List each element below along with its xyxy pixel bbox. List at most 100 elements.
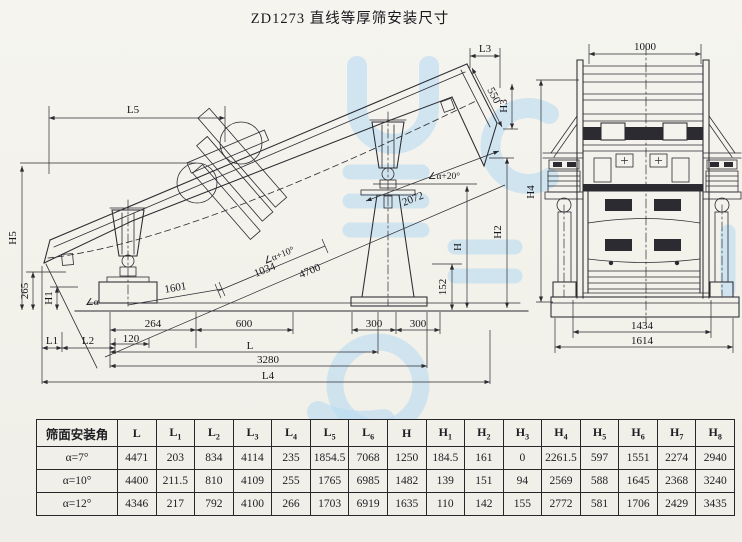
table-cell: 139 (425, 469, 466, 493)
table-cell: 1635 (386, 492, 427, 516)
table-cell: 255 (271, 469, 311, 493)
dim-label-L3: L3 (479, 43, 492, 55)
table-cell: 1250 (386, 446, 427, 470)
dim-label-L1: L1 (46, 335, 58, 347)
table-cell: 810 (194, 469, 234, 493)
table-cell: 217 (155, 492, 196, 516)
table-cell: 161 (464, 446, 504, 470)
dim-label-300-right: 300 (410, 318, 427, 330)
front-view-dimensions (536, 44, 734, 353)
table-cell: 1854.5 (309, 446, 350, 470)
table-cell: 3435 (695, 492, 735, 516)
column-header-H3: H3 (502, 419, 543, 447)
technical-drawing: L5 H5 265 H1 ∠α L1 L2 264 120 600 300 30… (7, 41, 742, 437)
dim-label-600: 600 (236, 318, 253, 330)
dim-label-H5: H5 (7, 231, 19, 245)
dim-label-120: 120 (123, 333, 140, 345)
column-header-L3: L3 (232, 419, 273, 447)
table-cell: 184.5 (425, 446, 466, 470)
table-cell: 4114 (232, 446, 273, 470)
table-cell: 1703 (309, 492, 350, 516)
column-header-L6: L6 (348, 419, 388, 447)
dim-label-H3: H3 (498, 99, 510, 113)
screen-box-end-view (582, 190, 710, 294)
table-cell: 4400 (117, 469, 157, 493)
table-cell: 94 (502, 469, 543, 493)
table-cell: 1765 (309, 469, 350, 493)
front-view: 1000 H4 1434 1614 (525, 41, 742, 353)
table-cell: 1706 (618, 492, 658, 516)
row-angle-label: α=7° (36, 446, 118, 470)
table-cell: 6919 (348, 492, 388, 516)
column-header-H: H (386, 419, 427, 447)
column-header-L2: L2 (194, 419, 234, 447)
table-cell: 2261.5 (541, 446, 581, 470)
table-cell: 0 (502, 446, 543, 470)
dim-label-H1: H1 (43, 291, 55, 304)
screen-body (43, 63, 498, 369)
dim-label-264: 264 (145, 318, 162, 330)
dim-label-L: L (247, 340, 254, 352)
table-cell: 2569 (541, 469, 581, 493)
table-cell: 235 (271, 446, 311, 470)
table-cell: 1482 (386, 469, 427, 493)
table-cell: 2772 (541, 492, 581, 516)
dim-label-L4: L4 (262, 370, 275, 382)
table-cell: 597 (579, 446, 620, 470)
table-cell: 2940 (695, 446, 735, 470)
dim-label-H2: H2 (492, 225, 504, 238)
column-header-H5: H5 (579, 419, 620, 447)
table-cell: 3240 (695, 469, 735, 493)
table-cell: 4346 (117, 492, 157, 516)
dim-label-300-left: 300 (366, 318, 383, 330)
table-cell: 2274 (656, 446, 697, 470)
table-cell: 151 (464, 469, 504, 493)
table-cell: 2368 (656, 469, 697, 493)
dim-label-265: 265 (19, 282, 31, 299)
vibration-motor-assembly (176, 107, 288, 241)
column-header-L5: L5 (309, 419, 350, 447)
left-spring-support (98, 199, 158, 307)
bearing-blocks (593, 153, 690, 183)
table-cell: 4100 (232, 492, 273, 516)
angle-label-alpha-plus-20: ∠α+20° (428, 171, 460, 182)
dim-label-H4: H4 (525, 185, 537, 199)
dim-label-H: H (452, 243, 464, 251)
table-cell: 142 (464, 492, 504, 516)
angle-label-alpha: ∠α (85, 297, 99, 308)
table-cell: 211.5 (155, 469, 196, 493)
dim-label-1614: 1614 (631, 335, 654, 347)
column-header-L1: L1 (155, 419, 196, 447)
column-header-H2: H2 (464, 419, 504, 447)
angle-label-alpha-plus-10: ∠α+10° (262, 244, 296, 266)
column-header-H8: H8 (695, 419, 735, 447)
table-cell: 6985 (348, 469, 388, 493)
table-cell: 7068 (348, 446, 388, 470)
table-cell: 581 (579, 492, 620, 516)
front-view-labels: 1000 H4 1434 1614 (525, 41, 657, 347)
row-angle-label: α=10° (36, 469, 118, 493)
drawing-title: ZD1273 直线等厚筛安装尺寸 (250, 11, 450, 27)
dim-label-L5: L5 (127, 104, 140, 116)
side-view-dimensions (19, 48, 518, 385)
table-cell: 1645 (618, 469, 658, 493)
table-cell: 1551 (618, 446, 658, 470)
table-cell: 588 (579, 469, 620, 493)
row-angle-label: α=12° (36, 492, 118, 516)
column-header-L: L (117, 419, 157, 447)
table-cell: 155 (502, 492, 543, 516)
dim-label-152: 152 (437, 279, 449, 296)
table-cell: 792 (194, 492, 234, 516)
side-view: L5 H5 265 H1 ∠α L1 L2 264 120 600 300 30… (7, 43, 529, 385)
column-header-H7: H7 (656, 419, 697, 447)
front-right-spring (702, 115, 742, 298)
table-cell: 4109 (232, 469, 273, 493)
column-header-H4: H4 (541, 419, 581, 447)
table-cell: 2429 (656, 492, 697, 516)
dim-label-1601: 1601 (164, 280, 188, 296)
